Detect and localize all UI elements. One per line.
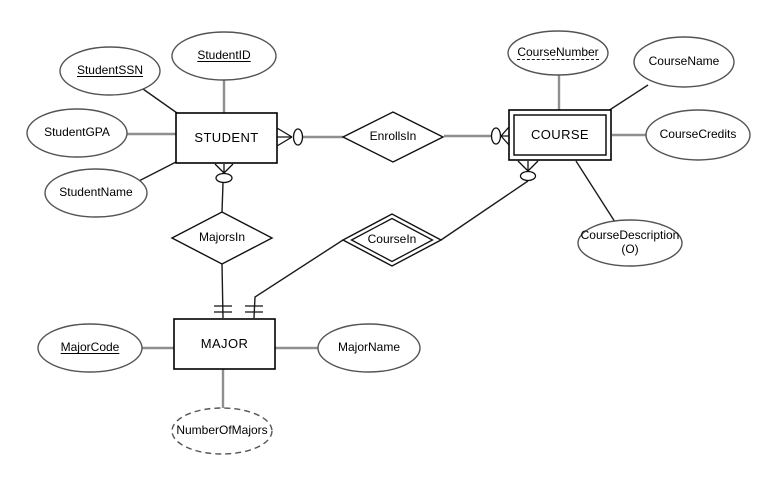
entity-label-student: STUDENT xyxy=(194,129,259,145)
attribute-ellipse-studentssn xyxy=(59,46,161,96)
entity-rect-major xyxy=(173,318,276,370)
relationship-label-majorsin: MajorsIn xyxy=(198,230,245,245)
attribute-ellipse-majorcode xyxy=(37,323,143,373)
entity-rect-course-outer xyxy=(508,109,612,161)
attribute-ellipse-studentname xyxy=(44,168,148,218)
relationship-diamond-majorsin xyxy=(170,211,274,265)
attribute-ellipse-majorname xyxy=(317,323,421,373)
zero-ring-icon-student-bottom xyxy=(215,172,233,184)
attribute-label-studentname: StudentName xyxy=(46,169,146,217)
crows-foot-icon-student-bottom xyxy=(214,163,234,174)
attribute-ellipse-coursename xyxy=(633,36,735,88)
connector-coursein-major xyxy=(253,239,344,319)
relationship-label-coursein: CourseIn xyxy=(367,232,417,247)
connector-student-majorsin xyxy=(221,182,224,213)
zero-ring-icon-course-left xyxy=(490,127,502,145)
attribute-text: StudentSSN xyxy=(76,63,144,78)
attribute-text: CourseCredits xyxy=(659,127,737,142)
crows-foot-icon-course-left xyxy=(500,126,510,146)
attribute-text: CourseName xyxy=(648,54,720,69)
attribute-connectors xyxy=(127,75,649,408)
crows-foot-icon-course-bottom xyxy=(517,160,539,172)
attribute-ellipse-coursedescription xyxy=(577,219,683,267)
attribute-text: NumberOfMajors xyxy=(176,423,268,438)
attribute-text: StudentName xyxy=(59,185,133,200)
relationship-connectors xyxy=(221,134,529,319)
attribute-ellipse-studentid xyxy=(171,31,277,81)
attribute-label-majorcode: MajorCode xyxy=(38,324,142,372)
connector-majorsin-major xyxy=(221,263,224,319)
relationship-diamond-coursein-outer xyxy=(341,213,443,267)
attribute-shapes xyxy=(26,30,751,455)
relationship-diamond-coursein-inner xyxy=(350,217,434,263)
one-and-only-one-ticks-icon-coursein xyxy=(245,305,263,313)
attribute-text: MajorCode xyxy=(60,340,120,355)
attribute-ellipse-coursecredits xyxy=(645,109,751,161)
entity-label-major: MAJOR xyxy=(200,335,249,351)
attribute-text: CourseDescription xyxy=(580,228,680,243)
one-and-only-one-ticks-icon-majorsin xyxy=(214,305,232,313)
attribute-label-studentssn: StudentSSN xyxy=(60,47,160,95)
attribute-label-coursenumber: CourseNumber xyxy=(508,30,608,76)
connector-coursename-course xyxy=(607,84,649,112)
attribute-text: StudentID xyxy=(197,48,251,63)
relationship-label-enrollsin: EnrollsIn xyxy=(369,129,417,144)
attribute-text: CourseNumber xyxy=(517,44,599,61)
connector-studentssn-student xyxy=(142,88,178,114)
attribute-ellipse-coursenumber xyxy=(507,30,609,76)
relationship-shapes xyxy=(170,111,445,267)
connector-coursedescription-course xyxy=(575,160,616,223)
attribute-label-studentgpa: StudentGPA xyxy=(27,109,127,157)
attribute-optional-suffix: (O) xyxy=(621,242,639,256)
attribute-label-coursename: CourseName xyxy=(634,38,734,86)
entity-rect-course-inner xyxy=(513,114,607,156)
attribute-text: StudentGPA xyxy=(44,125,110,140)
relationship-diamond-enrollsin xyxy=(341,111,445,163)
entity-label-course: COURSE xyxy=(530,126,590,142)
zero-ring-icon-course-bottom xyxy=(519,170,537,182)
attribute-label-majorname: MajorName xyxy=(318,324,420,372)
attribute-ellipse-studentgpa xyxy=(26,108,128,158)
entity-shapes xyxy=(173,109,612,370)
attribute-label-numberofmajors: NumberOfMajors xyxy=(172,408,272,454)
entity-rect-student xyxy=(175,112,278,164)
crows-foot-icon-student-right xyxy=(276,127,293,147)
zero-ring-icon-student-right xyxy=(292,128,304,146)
attribute-text: MajorName xyxy=(337,340,400,355)
attribute-label-coursecredits: CourseCredits xyxy=(646,111,750,159)
attribute-label-studentid: StudentID xyxy=(172,32,276,80)
attribute-ellipse-numberofmajors-derived xyxy=(171,407,273,455)
cardinality-markers xyxy=(214,126,539,313)
attribute-label-coursedescription: CourseDescription (O) xyxy=(575,221,685,265)
connector-coursein-course xyxy=(440,180,529,241)
